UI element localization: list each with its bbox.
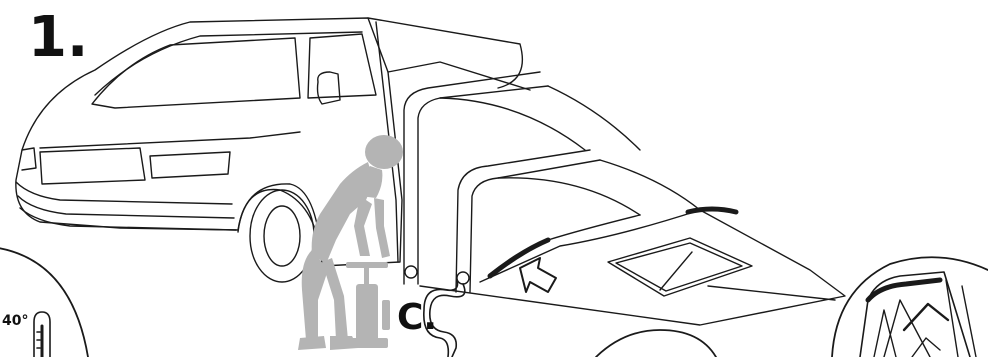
thermometer-reading: 40° [2,313,28,329]
detail-inset-circle-center [596,330,716,357]
detail-inset-circle [832,257,988,357]
callout-label-c: C. [397,296,437,340]
air-pump-icon [346,262,390,348]
inflatable-awning-illustration [368,18,845,325]
step-number: 1. [28,2,88,74]
arrow-icon [520,258,556,292]
thermometer-inset [0,246,88,357]
thermometer-icon [34,312,50,357]
